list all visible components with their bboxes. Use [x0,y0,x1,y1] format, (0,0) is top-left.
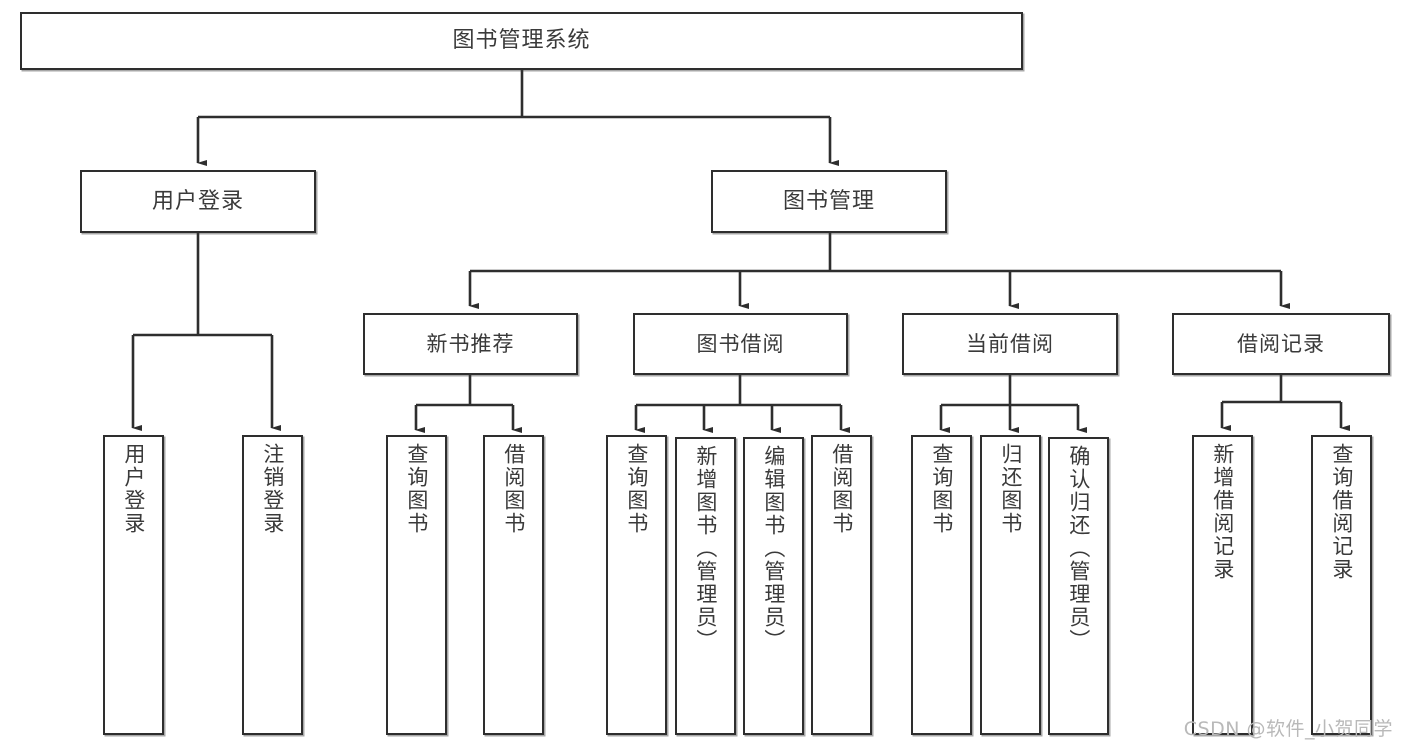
node-label: 查询图书 [929,443,954,535]
node-current-borrowing[interactable]: 当前借阅 [902,313,1118,375]
node-user-login[interactable]: 用户登录 [80,170,316,233]
node-label: 图书管理 [782,188,875,214]
leaf-book-borrow-add-book-admin[interactable]: 新增图书（管理员） [675,437,736,735]
node-label: 确认归还（管理员） [1066,445,1091,652]
node-label: 新增图书（管理员） [693,445,718,652]
leaf-user-login-signin[interactable]: 用户登录 [103,435,164,735]
node-label: 借阅记录 [1237,331,1325,356]
csdn-watermark: CSDN @软件_小贺同学 [1183,718,1393,740]
leaf-book-borrow-borrow-books[interactable]: 借阅图书 [811,435,872,735]
node-label: 注销登录 [260,443,285,535]
node-label: 归还图书 [998,443,1023,535]
leaf-current-borrow-confirm-return-admin[interactable]: 确认归还（管理员） [1048,437,1109,735]
node-label: 查询图书 [404,443,429,535]
node-label: 当前借阅 [966,331,1054,356]
node-new-book-recommendation[interactable]: 新书推荐 [363,313,578,375]
node-label: 新书推荐 [426,331,515,356]
node-book-borrowing[interactable]: 图书借阅 [633,313,848,375]
node-label: 图书管理系统 [452,28,591,54]
node-label: 借阅图书 [501,443,526,535]
node-book-management[interactable]: 图书管理 [711,170,947,233]
leaf-borrow-record-add-record[interactable]: 新增借阅记录 [1192,435,1253,735]
leaf-new-book-borrow-books[interactable]: 借阅图书 [483,435,544,735]
node-label: 编辑图书（管理员） [761,445,786,652]
node-label: 查询借阅记录 [1329,443,1354,581]
node-label: 查询图书 [624,443,649,535]
node-root-book-management-system[interactable]: 图书管理系统 [20,12,1023,70]
leaf-current-borrow-query-books[interactable]: 查询图书 [911,435,972,735]
leaf-book-borrow-edit-book-admin[interactable]: 编辑图书（管理员） [743,437,804,735]
leaf-new-book-query-books[interactable]: 查询图书 [386,435,447,735]
node-label: 新增借阅记录 [1210,443,1235,581]
leaf-user-login-signout[interactable]: 注销登录 [242,435,303,735]
node-label: 图书借阅 [696,331,785,356]
leaf-current-borrow-return-books[interactable]: 归还图书 [980,435,1041,735]
leaf-book-borrow-query-books[interactable]: 查询图书 [606,435,667,735]
leaf-borrow-record-query-record[interactable]: 查询借阅记录 [1311,435,1372,735]
node-label: 用户登录 [151,188,244,214]
node-borrowing-record[interactable]: 借阅记录 [1172,313,1390,375]
node-label: 用户登录 [121,443,146,535]
node-label: 借阅图书 [829,443,854,535]
